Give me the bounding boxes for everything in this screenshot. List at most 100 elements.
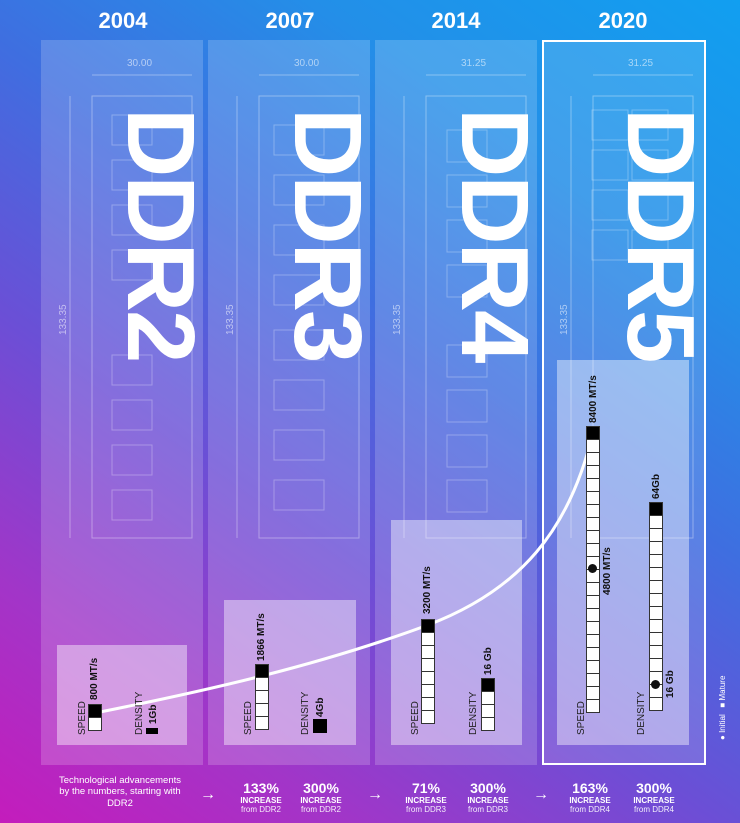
bar-segment xyxy=(586,699,600,713)
stats-panel-ddr4 xyxy=(391,520,522,745)
speed-bar-segment xyxy=(421,658,435,672)
bar-segment xyxy=(649,619,663,633)
speed-bar-segment xyxy=(421,710,435,724)
density-bar-segment xyxy=(481,717,495,731)
speed-initial-value-ddr5: 4800 MT/s xyxy=(602,547,613,595)
density-initial-marker-ddr5 xyxy=(651,680,660,689)
speed-bar-segment xyxy=(421,619,435,633)
speed-bar-segment xyxy=(421,645,435,659)
stat-from: from DDR3 xyxy=(467,805,508,814)
dim-width-ddr2: 30.00 xyxy=(127,58,153,69)
density-value-ddr2: 1Gb xyxy=(148,704,159,724)
footer-stat: 300% INCREASE from DDR2 xyxy=(295,780,347,814)
stat-label: INCREASE xyxy=(300,796,342,805)
density-label-ddr3: DENSITY xyxy=(300,691,311,735)
density-value-ddr5: 64Gb xyxy=(651,473,662,499)
stat-percent: 300% xyxy=(303,780,339,796)
stat-label: INCREASE xyxy=(405,796,447,805)
speed-bar-segment xyxy=(421,684,435,698)
bar-segment xyxy=(649,502,663,516)
stats-panel-ddr5 xyxy=(557,360,689,745)
bar-segment xyxy=(586,595,600,609)
stat-from: from DDR3 xyxy=(405,805,446,814)
legend-mature-label: Mature xyxy=(718,675,727,701)
density-bar-ddr5 xyxy=(649,502,663,711)
stat-percent: 163% xyxy=(572,780,608,796)
speed-bar-ddr4 xyxy=(421,619,435,724)
legend-mature-icon: ■ xyxy=(718,702,727,708)
stat-percent: 300% xyxy=(470,780,506,796)
speed-bar-segment xyxy=(255,716,269,730)
bar-segment xyxy=(649,554,663,568)
bar-segment xyxy=(586,426,600,440)
year-ddr5: 2020 xyxy=(598,8,648,33)
stat-percent: 300% xyxy=(636,780,672,796)
density-bar-ddr3 xyxy=(313,719,327,733)
stat-from: from DDR4 xyxy=(633,805,674,814)
bar-segment xyxy=(649,593,663,607)
stat-from: from DDR2 xyxy=(300,805,341,814)
bar-segment xyxy=(649,541,663,555)
speed-bar-segment xyxy=(421,632,435,646)
bar-segment xyxy=(586,582,600,596)
arrow-icon: → xyxy=(533,786,549,803)
bar-segment xyxy=(586,686,600,700)
density-label-ddr4: DENSITY xyxy=(468,691,479,735)
bar-segment xyxy=(649,697,663,711)
bar-segment xyxy=(649,528,663,542)
density-value-ddr4: 16 Gb xyxy=(483,647,494,675)
speed-label-ddr2: SPEED xyxy=(77,701,88,735)
bar-segment xyxy=(586,608,600,622)
column-ddr2 xyxy=(41,40,203,765)
speed-bar-segment xyxy=(421,697,435,711)
bar-segment xyxy=(586,621,600,635)
dim-width-ddr3: 30.00 xyxy=(294,58,320,69)
footer-stat: 133% INCREASE from DDR2 xyxy=(235,780,287,814)
speed-bar-segment xyxy=(255,703,269,717)
stat-percent: 71% xyxy=(411,780,441,796)
bar-segment xyxy=(586,491,600,505)
bar-segment xyxy=(649,567,663,581)
speed-initial-marker-ddr5 xyxy=(588,564,597,573)
column-ddr3 xyxy=(208,40,370,765)
speed-bar-segment xyxy=(255,664,269,678)
stats-panel-ddr2 xyxy=(57,645,187,745)
density-bar-ddr4 xyxy=(481,678,495,731)
speed-bar-segment xyxy=(88,704,102,718)
legend-initial-icon: ● xyxy=(718,735,727,740)
speed-value-ddr5: 8400 MT/s xyxy=(588,375,599,423)
stat-label: INCREASE xyxy=(467,796,509,805)
bar-segment xyxy=(586,673,600,687)
speed-bar-segment xyxy=(88,717,102,731)
bar-segment xyxy=(586,660,600,674)
speed-bar-ddr3 xyxy=(255,664,269,730)
bar-segment xyxy=(586,504,600,518)
speed-bar-ddr5 xyxy=(586,426,600,713)
stat-label: INCREASE xyxy=(633,796,675,805)
year-ddr2: 2004 xyxy=(98,8,148,33)
footer-stat: 300% INCREASE from DDR3 xyxy=(462,780,514,814)
stat-label: INCREASE xyxy=(569,796,611,805)
speed-value-ddr2: 800 MT/s xyxy=(89,657,100,700)
stat-from: from DDR2 xyxy=(240,805,281,814)
footer-stat: 300% INCREASE from DDR4 xyxy=(628,780,680,814)
dim-width-ddr5: 31.25 xyxy=(628,58,654,69)
bar-segment xyxy=(649,632,663,646)
column-ddr4 xyxy=(375,40,537,765)
bar-segment xyxy=(586,465,600,479)
bar-segment xyxy=(649,645,663,659)
year-ddr4: 2014 xyxy=(431,8,481,33)
stat-percent: 133% xyxy=(243,780,279,796)
density-bar-segment xyxy=(481,678,495,692)
footer-stat: 71% INCREASE from DDR3 xyxy=(400,780,452,814)
bar-segment xyxy=(586,647,600,661)
dim-width-ddr4: 31.25 xyxy=(461,58,487,69)
speed-label-ddr3: SPEED xyxy=(243,701,254,735)
density-label-ddr5: DENSITY xyxy=(636,691,647,735)
arrow-icon: → xyxy=(367,786,383,803)
bar-segment xyxy=(649,606,663,620)
density-initial-value-ddr5: 16 Gb xyxy=(665,670,676,698)
column-ddr5 xyxy=(542,40,706,765)
